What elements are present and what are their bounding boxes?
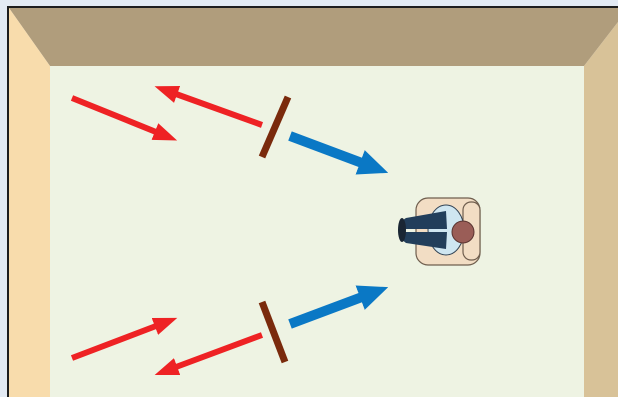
wall-left: [9, 8, 50, 397]
shoes-icon: [398, 218, 406, 242]
floor: [50, 66, 584, 397]
blue-arrow-top: [288, 131, 389, 175]
red-arrow-reflected-bottom: [154, 332, 264, 376]
legs-icon: [400, 211, 447, 249]
filter-bottom: [258, 300, 289, 364]
wall-right: [584, 22, 618, 397]
wall-top: [9, 8, 618, 66]
blue-arrow-bottom: [288, 285, 389, 329]
frame-border: [7, 6, 618, 397]
head-icon: [451, 220, 475, 244]
red-arrow-reflected-top: [154, 85, 264, 128]
seated-person-top-view-icon: [398, 197, 481, 266]
red-arrow-incoming-top: [70, 95, 178, 141]
red-arrow-incoming-bottom: [70, 317, 178, 361]
filter-top: [258, 95, 292, 159]
